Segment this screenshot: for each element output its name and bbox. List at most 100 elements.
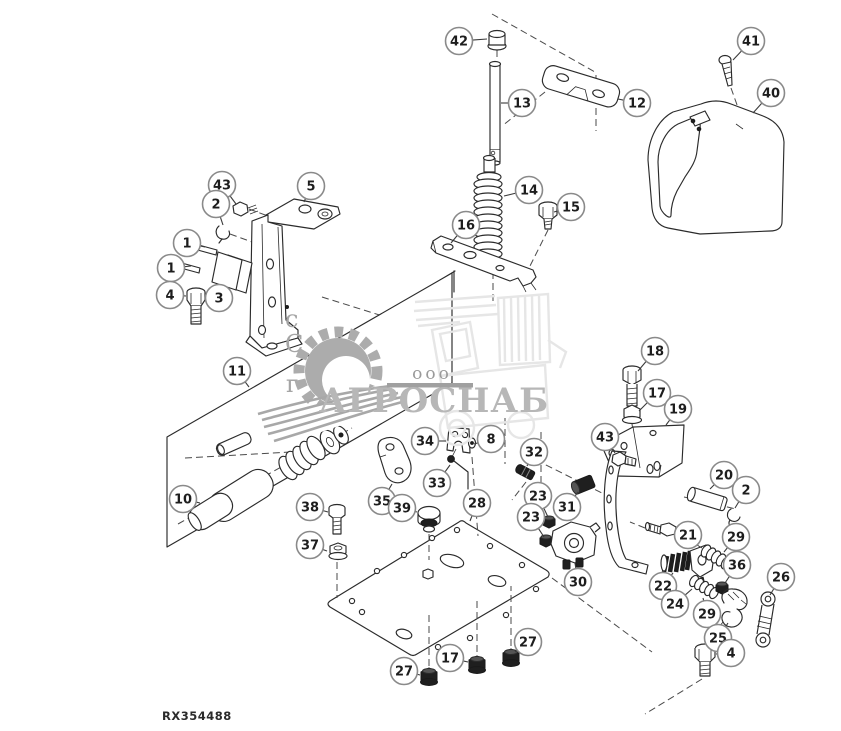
callout-24: 24 bbox=[660, 588, 693, 619]
svg-text:5: 5 bbox=[306, 180, 315, 195]
callout-8: 8 bbox=[473, 424, 506, 454]
callout-40: 40 bbox=[752, 78, 786, 114]
part-cover-40 bbox=[647, 100, 785, 235]
svg-text:3: 3 bbox=[214, 292, 223, 307]
callout-28: 28 bbox=[462, 488, 492, 522]
svg-text:15: 15 bbox=[562, 201, 580, 216]
callout-37: 37 bbox=[295, 530, 328, 560]
callout-42: 42 bbox=[444, 26, 488, 56]
part-clamp-25 bbox=[715, 588, 748, 632]
callout-4: 4 bbox=[155, 280, 187, 310]
part-nut-27-left bbox=[420, 667, 438, 686]
callout-16: 16 bbox=[450, 210, 481, 244]
callout-20: 20 bbox=[709, 460, 739, 490]
svg-text:37: 37 bbox=[301, 539, 319, 554]
svg-text:30: 30 bbox=[569, 576, 587, 591]
callout-39: 39 bbox=[387, 493, 418, 523]
watermark: сСг ооо АГРОСНАБ bbox=[255, 292, 568, 450]
callout-17: 17 bbox=[638, 378, 672, 412]
part-rod-13 bbox=[488, 60, 502, 166]
callout-21: 21 bbox=[673, 520, 703, 550]
part-plate-12 bbox=[541, 65, 621, 108]
callout-23: 23 bbox=[516, 502, 546, 538]
part-nut-36 bbox=[715, 581, 729, 595]
part-washers bbox=[319, 425, 349, 455]
svg-text:1: 1 bbox=[166, 262, 175, 277]
svg-text:2: 2 bbox=[741, 484, 750, 499]
callout-15: 15 bbox=[553, 192, 586, 222]
svg-text:29: 29 bbox=[727, 531, 745, 546]
part-bolt-4-left bbox=[186, 287, 206, 325]
callout-36: 36 bbox=[722, 550, 752, 584]
callout-3: 3 bbox=[204, 283, 234, 313]
svg-text:21: 21 bbox=[679, 529, 697, 544]
callout-31: 31 bbox=[552, 491, 582, 522]
part-clevis-34-8 bbox=[446, 426, 477, 454]
callout-29: 29 bbox=[692, 597, 722, 629]
part-stack-22 bbox=[660, 550, 693, 573]
svg-text:1: 1 bbox=[182, 237, 191, 252]
svg-text:17: 17 bbox=[441, 652, 459, 667]
callout-43: 43 bbox=[590, 422, 620, 454]
svg-text:20: 20 bbox=[715, 469, 733, 484]
part-nut-17-upper bbox=[621, 404, 643, 425]
svg-text:16: 16 bbox=[457, 219, 475, 234]
part-bolt-43-right bbox=[611, 451, 637, 467]
callout-14: 14 bbox=[503, 175, 544, 205]
part-cam-35 bbox=[377, 436, 412, 484]
callout-18: 18 bbox=[637, 336, 670, 372]
watermark-company: АГРОСНАБ bbox=[319, 381, 549, 421]
svg-text:32: 32 bbox=[525, 446, 543, 461]
svg-text:24: 24 bbox=[666, 598, 684, 613]
svg-text:12: 12 bbox=[628, 97, 646, 112]
svg-text:13: 13 bbox=[513, 97, 531, 112]
part-plate-28 bbox=[327, 520, 550, 657]
part-bolt-4-right bbox=[694, 643, 716, 677]
part-bushing-31 bbox=[570, 474, 596, 495]
part-nut-37 bbox=[328, 542, 348, 561]
part-spring-14 bbox=[473, 154, 503, 260]
callout-27: 27 bbox=[513, 627, 543, 657]
svg-text:33: 33 bbox=[428, 477, 446, 492]
watermark-gear-logo bbox=[255, 326, 473, 450]
svg-text:31: 31 bbox=[558, 501, 576, 516]
part-bolt-43-left bbox=[232, 201, 259, 217]
part-bolt-15 bbox=[538, 201, 558, 230]
callout-1: 1 bbox=[172, 228, 206, 258]
svg-text:10: 10 bbox=[174, 493, 192, 508]
svg-text:11: 11 bbox=[228, 365, 246, 380]
callout-26: 26 bbox=[766, 562, 796, 596]
part-plug-39 bbox=[417, 505, 441, 533]
svg-text:19: 19 bbox=[669, 403, 687, 418]
part-lever bbox=[603, 450, 661, 575]
svg-text:14: 14 bbox=[520, 184, 538, 199]
svg-text:23: 23 bbox=[522, 511, 540, 526]
part-bolt-38 bbox=[328, 503, 346, 535]
svg-text:28: 28 bbox=[468, 497, 486, 512]
callout-2: 2 bbox=[731, 475, 761, 509]
callout-11: 11 bbox=[222, 356, 252, 388]
part-links-3 bbox=[211, 251, 253, 301]
callout-30: 30 bbox=[563, 562, 593, 597]
svg-text:35: 35 bbox=[373, 495, 391, 510]
part-cap-42 bbox=[487, 29, 507, 51]
svg-text:8: 8 bbox=[486, 433, 495, 448]
watermark-fragment: с bbox=[285, 305, 298, 333]
svg-text:34: 34 bbox=[416, 435, 434, 450]
callout-19: 19 bbox=[663, 394, 693, 426]
watermark-prefix: ооо bbox=[412, 364, 452, 384]
part-bracket-16 bbox=[402, 235, 537, 304]
svg-text:38: 38 bbox=[301, 501, 319, 516]
part-bolt-21 bbox=[644, 521, 677, 537]
svg-text:26: 26 bbox=[772, 571, 790, 586]
callout-10: 10 bbox=[168, 484, 201, 514]
svg-text:43: 43 bbox=[596, 431, 614, 446]
part-screw-32 bbox=[515, 464, 536, 481]
callout-4: 4 bbox=[715, 638, 746, 668]
part-pin-33 bbox=[447, 448, 469, 490]
part-link-26 bbox=[755, 591, 776, 648]
callout-34: 34 bbox=[410, 426, 446, 456]
callout-27: 27 bbox=[389, 656, 421, 686]
svg-text:22: 22 bbox=[654, 580, 672, 595]
callout-29: 29 bbox=[721, 522, 751, 553]
